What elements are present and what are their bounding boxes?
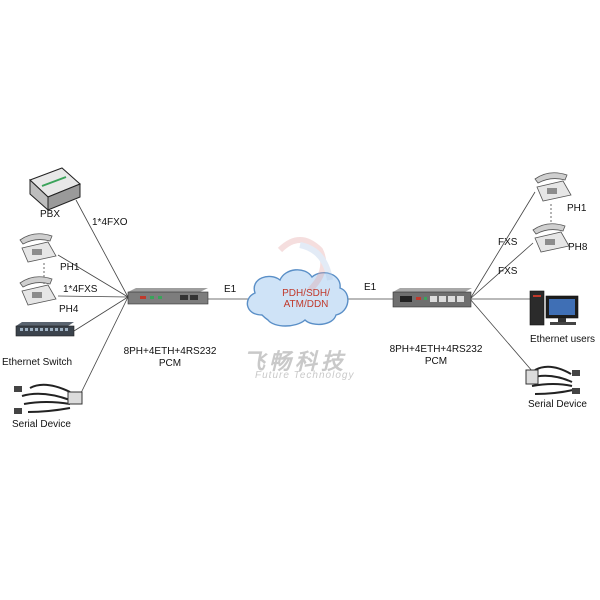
cloud-label-line1: PDH/SDH/ bbox=[282, 288, 330, 299]
right-ph1-label: PH1 bbox=[567, 203, 587, 214]
ethernet-switch-label: Ethernet Switch bbox=[2, 357, 73, 368]
cloud-label: PDH/SDH/ ATM/DDN bbox=[262, 288, 350, 310]
ethernet-switch-icon bbox=[15, 322, 75, 337]
computer-icon bbox=[529, 290, 579, 326]
phone-right-ph1-icon bbox=[534, 172, 572, 202]
watermark-english: Future Technology bbox=[255, 370, 355, 381]
phone-ph1-icon bbox=[19, 233, 57, 263]
pcm-left-label-line2: PCM bbox=[158, 358, 182, 369]
cloud-label-line2: ATM/DDN bbox=[283, 299, 329, 310]
fxs-bottom-label: FXS bbox=[498, 266, 518, 277]
link-right-ph1 bbox=[469, 191, 536, 300]
ethernet-users-label: Ethernet users bbox=[530, 334, 596, 345]
ph4-label: PH4 bbox=[59, 304, 79, 315]
right-ph8-label: PH8 bbox=[568, 242, 588, 253]
pbx-label: PBX bbox=[40, 209, 61, 220]
link-right-serial bbox=[469, 298, 534, 373]
serial-device-label: Serial Device bbox=[12, 419, 71, 430]
e1-left-label: E1 bbox=[224, 284, 237, 295]
fxs-top-label: FXS bbox=[498, 237, 518, 248]
link-switch bbox=[73, 296, 129, 332]
pcm-right-label-line1: 8PH+4ETH+4RS232 bbox=[389, 344, 483, 355]
link-serial bbox=[79, 296, 129, 396]
pcm-left-label-line1: 8PH+4ETH+4RS232 bbox=[123, 346, 217, 357]
pcm-right-icon bbox=[392, 288, 472, 308]
network-cloud bbox=[246, 269, 349, 327]
pcm-left-icon bbox=[127, 288, 209, 305]
watermark-logo bbox=[277, 237, 333, 293]
fxo-label: 1*4FXO bbox=[92, 217, 128, 228]
pcm-right-label: 8PH+4ETH+4RS232 PCM bbox=[376, 344, 496, 368]
pcm-right-label-line2: PCM bbox=[424, 356, 448, 367]
link-pbx bbox=[75, 199, 129, 298]
serial-cable-icon bbox=[14, 383, 83, 414]
fxs-label: 1*4FXS bbox=[63, 284, 98, 295]
link-right-ph8 bbox=[469, 242, 534, 300]
link-ph1 bbox=[57, 254, 129, 298]
e1-right-label: E1 bbox=[364, 282, 377, 293]
right-connections bbox=[348, 191, 552, 373]
pbx-icon bbox=[29, 167, 81, 212]
serial-cable-right-icon bbox=[525, 365, 580, 395]
phone-right-ph8-icon bbox=[532, 223, 570, 253]
watermark-chinese: 飞畅科技 bbox=[243, 349, 348, 374]
right-serial-device-label: Serial Device bbox=[528, 399, 587, 410]
pcm-left-label: 8PH+4ETH+4RS232 PCM bbox=[110, 346, 230, 370]
ph1-label: PH1 bbox=[60, 262, 80, 273]
link-ph4 bbox=[57, 295, 129, 298]
phone-ph4-icon bbox=[19, 276, 57, 306]
